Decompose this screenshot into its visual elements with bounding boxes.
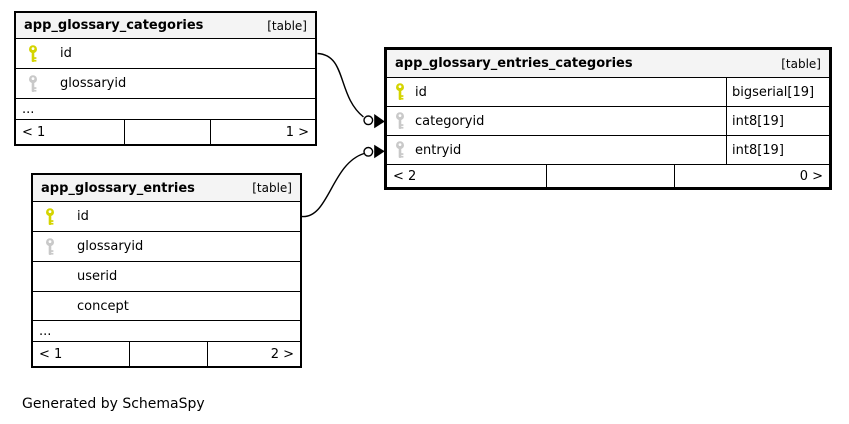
table-title[interactable]: app_glossary_entries_categories (395, 56, 633, 71)
column-row: id bigserial[19] (387, 78, 829, 107)
column-name: id (415, 84, 427, 100)
column-type: int8[19] (726, 136, 829, 164)
column-row: glossaryid (16, 69, 315, 99)
column-row: id (33, 202, 300, 232)
relationship-circle-endpoint (363, 115, 374, 126)
column-type: bigserial[19] (726, 78, 829, 106)
table-type-badge: [table] (252, 181, 292, 195)
table-app-glossary-categories: app_glossary_categories [table] (14, 11, 317, 146)
table-title[interactable]: app_glossary_entries (41, 180, 195, 196)
table-header: app_glossary_entries_categories [table] (387, 50, 829, 78)
column-row: userid (33, 262, 300, 292)
relationship-stats-row: < 2 0 > (387, 165, 829, 187)
table-header: app_glossary_categories [table] (16, 13, 315, 39)
stats-spacer (129, 342, 206, 366)
relationship-line-entries-to-entryid (301, 152, 365, 218)
foreign-key-icon (395, 141, 406, 159)
generated-by-note: Generated by SchemaSpy (22, 396, 205, 412)
table-type-badge: [table] (267, 18, 307, 33)
primary-key-icon (395, 83, 406, 101)
ellipsis-text: ... (22, 101, 35, 117)
column-name: id (60, 46, 72, 61)
parents-count: 1 > (210, 120, 315, 144)
table-title[interactable]: app_glossary_categories (24, 18, 204, 33)
no-key-spacer (45, 297, 56, 315)
no-key-spacer (45, 268, 56, 286)
column-name: userid (77, 269, 118, 284)
column-row: concept (33, 292, 300, 321)
relationship-line-categories-to-categoryid (317, 52, 364, 118)
more-columns-ellipsis: ... (33, 321, 300, 342)
column-name: glossaryid (77, 239, 144, 254)
column-name: concept (77, 298, 129, 314)
children-count: < 2 (393, 168, 417, 184)
column-name: entryid (415, 142, 462, 158)
column-row: entryid int8[19] (387, 136, 829, 165)
foreign-key-icon (28, 74, 39, 93)
relationship-circle-endpoint (363, 146, 374, 157)
table-app-glossary-entries: app_glossary_entries [table] i (31, 173, 302, 368)
ellipsis-text: ... (39, 323, 52, 339)
foreign-key-icon (45, 237, 56, 256)
column-row: categoryid int8[19] (387, 107, 829, 136)
column-row: id (16, 39, 315, 69)
stats-spacer (546, 165, 674, 187)
column-name: id (77, 209, 89, 224)
table-header: app_glossary_entries [table] (33, 175, 300, 202)
primary-key-icon (28, 44, 39, 63)
column-row: glossaryid (33, 232, 300, 262)
column-name: categoryid (415, 113, 485, 129)
table-app-glossary-entries-categories: app_glossary_entries_categories [table] (384, 47, 832, 190)
column-name: glossaryid (60, 76, 127, 91)
children-count: < 1 (39, 346, 63, 362)
stats-spacer (123, 120, 211, 144)
more-columns-ellipsis: ... (16, 99, 315, 120)
foreign-key-icon (395, 112, 406, 130)
parents-count: 2 > (206, 342, 300, 366)
column-type: int8[19] (726, 107, 829, 135)
table-type-badge: [table] (781, 56, 821, 71)
relationship-stats-row: < 1 1 > (16, 120, 315, 144)
primary-key-icon (45, 207, 56, 226)
relationship-stats-row: < 1 2 > (33, 342, 300, 366)
children-count: < 1 (22, 124, 46, 140)
parents-count: 0 > (674, 165, 829, 187)
